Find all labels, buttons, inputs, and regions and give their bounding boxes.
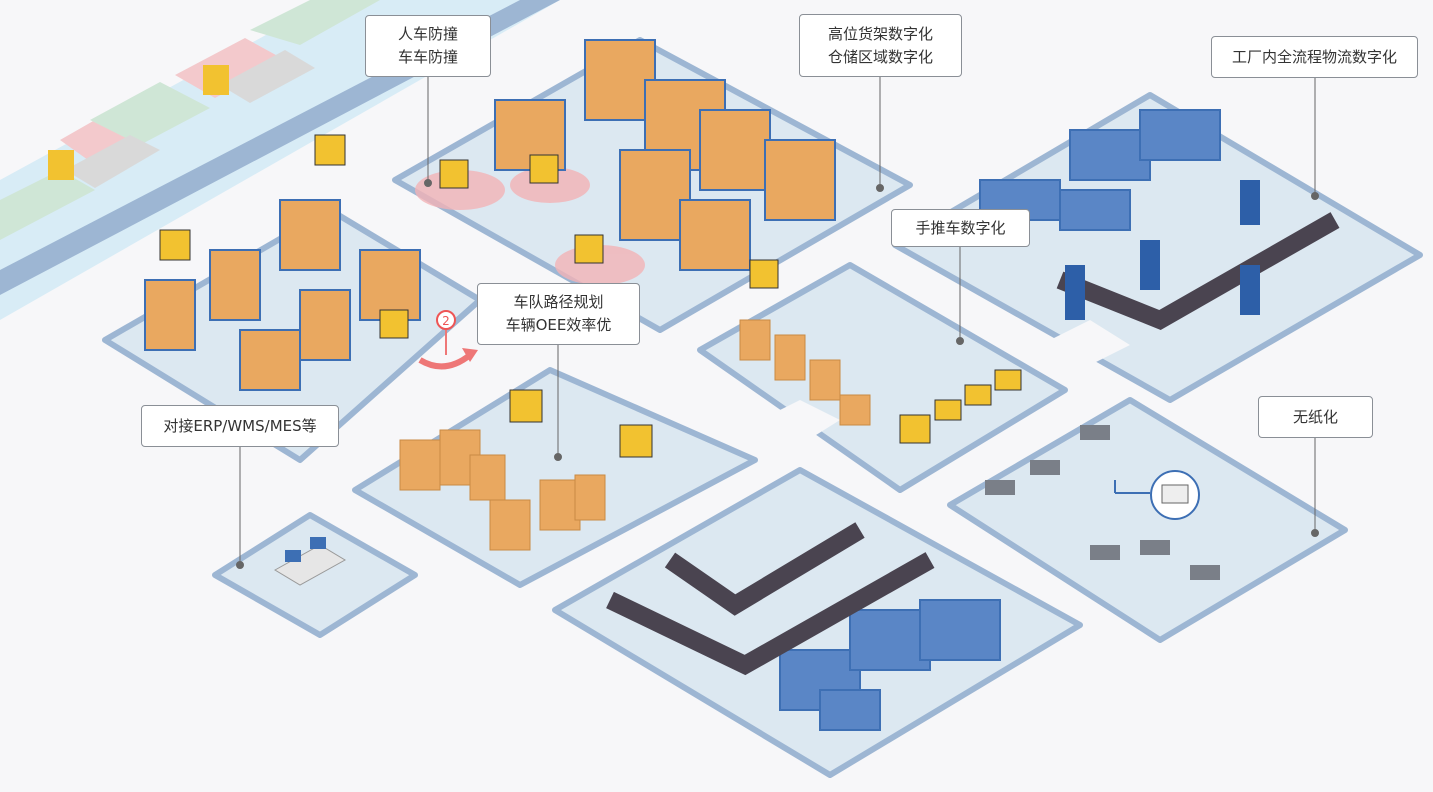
robot-arms — [1065, 180, 1260, 320]
label-erp-integration: 对接ERP/WMS/MES等 — [141, 405, 339, 447]
label-collision-avoidance: 人车防撞 车车防撞 — [365, 15, 491, 77]
label-paperless: 无纸化 — [1258, 396, 1373, 438]
platform-cart — [697, 262, 1068, 493]
platform-fleet — [352, 367, 758, 588]
label-line: 对接ERP/WMS/MES等 — [163, 416, 317, 435]
leader-lines — [236, 77, 1319, 569]
paperless-stations — [985, 425, 1220, 580]
label-line: 工厂内全流程物流数字化 — [1231, 47, 1397, 66]
cart-train — [899, 369, 1022, 444]
label-fleet-planning: 车队路径规划 车辆OEE效率优 — [477, 283, 640, 345]
label-line: 车辆OEE效率优 — [505, 316, 612, 334]
label-line: 手推车数字化 — [915, 218, 1006, 237]
office-desk — [274, 537, 346, 586]
route-arrow — [418, 310, 478, 370]
label-line: 高位货架数字化 — [827, 24, 933, 43]
route-marker-number: 2 — [442, 314, 450, 328]
label-line: 车队路径规划 — [513, 293, 604, 311]
label-cart-digitalization: 手推车数字化 — [891, 209, 1030, 247]
label-line: 人车防撞 — [397, 25, 458, 43]
forklifts — [159, 134, 779, 458]
label-rack-digitalization: 高位货架数字化 仓储区域数字化 — [799, 14, 962, 77]
label-line: 无纸化 — [1292, 407, 1338, 426]
label-line: 车车防撞 — [397, 48, 458, 66]
blue-bins — [779, 109, 1221, 731]
label-factory-logistics: 工厂内全流程物流数字化 — [1211, 36, 1418, 78]
label-line: 仓储区域数字化 — [827, 47, 933, 66]
pallets — [399, 319, 871, 551]
trucks — [48, 50, 315, 188]
conveyors — [606, 212, 1340, 676]
paperless-terminal — [1114, 470, 1200, 520]
